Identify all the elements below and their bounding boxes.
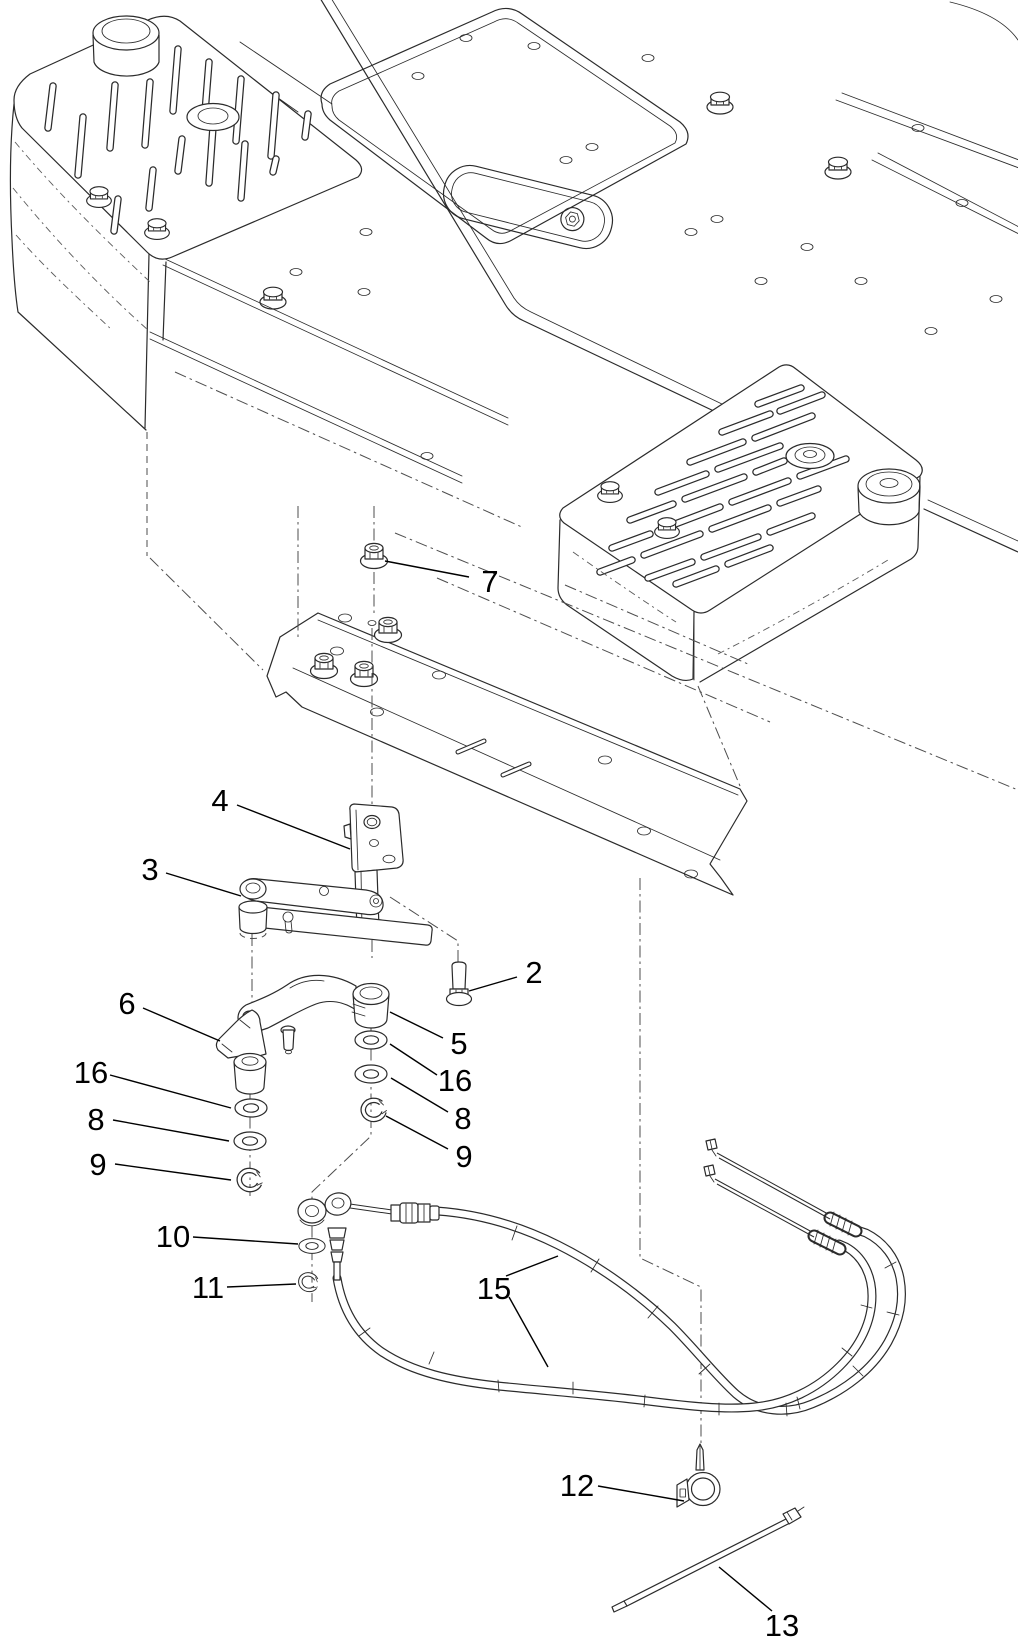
- leader-line-16-left: [109, 1074, 232, 1109]
- part3-bushing: [238, 900, 268, 939]
- cable-wire-rods: [703, 1138, 831, 1238]
- linkage-assembly: [215, 803, 473, 1294]
- left-tank-front-face: [9, 103, 167, 556]
- leader-line-16-right: [389, 1043, 438, 1076]
- callout-label-3: 3: [141, 852, 158, 887]
- right-tank-boss: [785, 442, 835, 470]
- callout-label-9-left: 9: [89, 1147, 106, 1182]
- leader-line-12: [597, 1485, 685, 1502]
- left-tank-bolt-1: [86, 186, 112, 209]
- callout-label-16-left: 16: [74, 1055, 108, 1090]
- shoulder-bolt-part2: [445, 961, 473, 1007]
- e-clip-9-right: [363, 1100, 386, 1119]
- callout-label-13: 13: [765, 1608, 799, 1642]
- leader-line-13: [718, 1566, 773, 1612]
- cable-boot: [327, 1227, 347, 1281]
- leader-line-9-left: [114, 1163, 232, 1181]
- chassis-bolt-3: [259, 286, 287, 310]
- leader-line-4: [236, 804, 351, 850]
- callout-labels: 7 4 3 2 5 16 8 9 6 16 8 9 10 11 15 12 13: [74, 564, 799, 1642]
- seat-plateau: [320, 7, 689, 245]
- upper-lever-part3: [238, 878, 433, 946]
- callout-label-10: 10: [156, 1219, 190, 1254]
- leader-lines: [109, 560, 773, 1612]
- part6-bushing: [233, 1052, 267, 1095]
- left-tank-vent-slots: [44, 45, 312, 235]
- callout-label-5: 5: [450, 1026, 467, 1061]
- mount-plate: [149, 532, 1018, 896]
- right-tank-front-face: [557, 476, 921, 683]
- callout-label-12: 12: [560, 1468, 594, 1503]
- callout-label-4: 4: [211, 783, 228, 818]
- chassis-oval-cutout: [442, 164, 614, 250]
- cable-tie-part13: [611, 1506, 805, 1613]
- part5-bushing: [351, 982, 390, 1029]
- washer-16-left: [234, 1098, 268, 1118]
- callout-label-6: 6: [118, 986, 135, 1021]
- leader-line-5: [389, 1011, 444, 1039]
- cable-adjuster: [390, 1202, 440, 1224]
- chassis-holes: [289, 34, 1003, 460]
- leader-line-10: [192, 1236, 299, 1245]
- cable-couplers: [807, 1211, 863, 1256]
- part5-stud: [280, 1025, 296, 1055]
- right-tank-vent-slots: [596, 384, 850, 588]
- leader-line-8-right: [390, 1077, 449, 1113]
- left-tank-boss: [186, 102, 240, 132]
- leader-line-6: [142, 1007, 221, 1042]
- flange-nut-4: [349, 660, 379, 688]
- cable-segment-ticks: [358, 1225, 900, 1417]
- callout-label-8-right: 8: [454, 1101, 471, 1136]
- callout-label-2: 2: [525, 955, 542, 990]
- mount-plate-slots: [455, 738, 532, 778]
- leader-line-15-lower: [508, 1296, 549, 1368]
- washer-8-left: [233, 1131, 267, 1151]
- flange-nut-3: [309, 652, 339, 680]
- callout-label-9-right: 9: [455, 1139, 472, 1174]
- left-tank-filler-cap: [92, 15, 160, 77]
- lower-lever-part6: [215, 1009, 267, 1095]
- washer-10: [298, 1238, 326, 1254]
- callout-label-16-right: 16: [438, 1063, 472, 1098]
- washer-16-right: [354, 1030, 388, 1050]
- callout-label-7: 7: [481, 564, 498, 599]
- z-fitting-upper: [705, 1138, 718, 1157]
- left-fuel-tank: [9, 15, 363, 556]
- flange-nut-part7: [359, 542, 389, 570]
- cable-eyelets: [297, 1192, 440, 1281]
- chassis-underside-lines: [149, 257, 525, 529]
- leader-line-7: [384, 560, 470, 578]
- right-tank-filler-cap: [857, 468, 921, 526]
- mount-plate-holes: [330, 613, 698, 879]
- right-tank-bolt-2: [654, 517, 680, 540]
- leader-line-2: [468, 976, 518, 992]
- chassis-bolt-1: [706, 91, 734, 115]
- chassis-plate: [149, 0, 1018, 553]
- right-tank-bolt-1: [597, 481, 623, 504]
- right-fuel-tank: [557, 364, 923, 683]
- leader-line-3: [165, 872, 242, 897]
- chassis-bolt-2: [824, 156, 852, 180]
- left-tank-bolt-2: [144, 218, 170, 241]
- z-fitting-lower: [703, 1164, 716, 1183]
- callout-label-11: 11: [192, 1270, 224, 1305]
- e-clip-9-left: [238, 1169, 264, 1192]
- callout-label-15: 15: [477, 1271, 511, 1306]
- leader-line-9-right: [385, 1115, 449, 1150]
- flange-nut-2: [373, 616, 403, 644]
- leader-line-15-upper: [505, 1255, 559, 1277]
- leader-line-8-left: [112, 1119, 230, 1142]
- e-clip-11: [298, 1272, 321, 1294]
- upper-assembly: [9, 0, 1018, 683]
- washer-8-right: [354, 1064, 388, 1084]
- cable-assembly: [297, 1138, 906, 1417]
- cable-clamp-part12: [676, 1443, 721, 1508]
- leader-line-11: [226, 1283, 297, 1288]
- callout-label-8-left: 8: [87, 1102, 104, 1137]
